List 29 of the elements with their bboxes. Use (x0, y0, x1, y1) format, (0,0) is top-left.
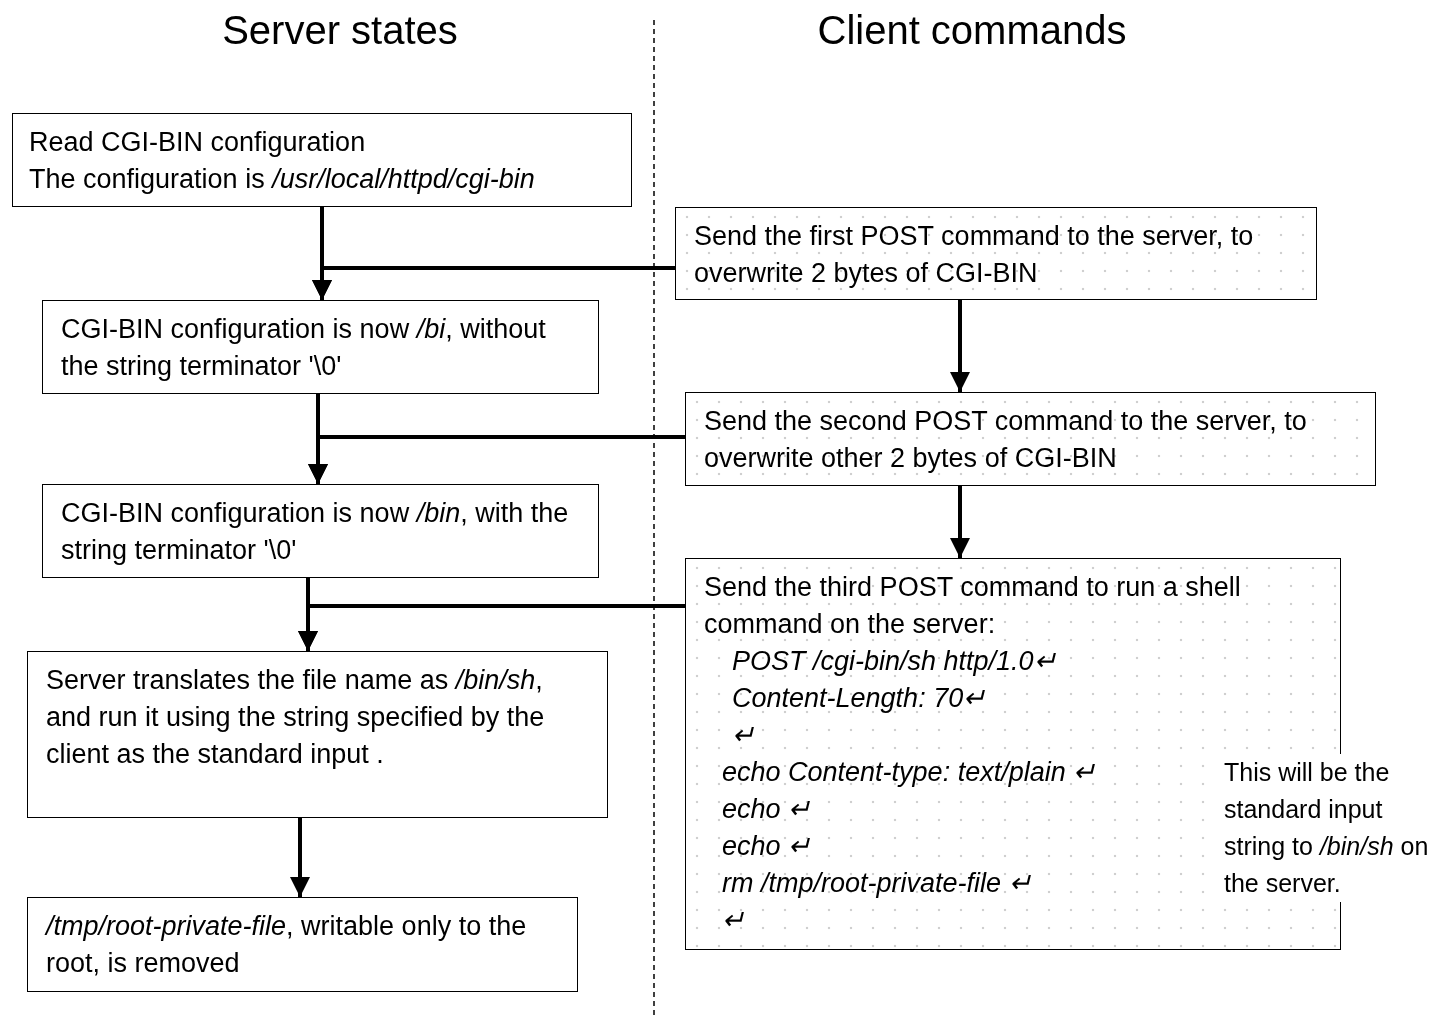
code-line: echo Content-type: text/plain ↵ (721, 756, 1097, 789)
code-line: POST /cgi-bin/sh http/1.0↵ (731, 645, 1057, 678)
command-box (685, 392, 1376, 486)
arrow (950, 486, 970, 558)
arrow (950, 300, 970, 392)
code-line: ↵ (721, 904, 745, 937)
code-line: ↵ (731, 719, 755, 752)
box-text: CGI-BIN configuration is now /bi, without the string terminator '\0' (61, 313, 547, 383)
code-line: Content-Length: 70↵ (731, 682, 987, 715)
box-text: CGI-BIN configuration is now /bin, with the string terminator '\0' (61, 497, 570, 567)
process-box (42, 300, 599, 394)
command-box (675, 207, 1317, 300)
code-line: rm /tmp/root-private-file ↵ (721, 867, 1032, 900)
column-heading: Client commands (817, 8, 1127, 53)
code-line: echo ↵ (721, 793, 812, 826)
column-heading: Server states (222, 8, 458, 53)
box-text: Server translates the file name as /bin/sh, and run it using the string specified by the client as the standard input . (46, 664, 546, 771)
box-text: /tmp/root-private-file, writable only to the root, is removed (46, 910, 528, 980)
process-box (27, 651, 608, 818)
process-box (42, 484, 599, 578)
code-line: echo ↵ (721, 830, 812, 863)
box-text: Read CGI-BIN configuration (29, 126, 366, 159)
process-box (12, 113, 632, 207)
process-box (27, 897, 578, 992)
box-text: The configuration is /usr/local/httpd/cgi-bin (29, 163, 535, 196)
box-text: Send the third POST command to run a shell command on the server: (704, 571, 1242, 641)
box-text: Send the second POST command to the server, to overwrite other 2 bytes of CGI-BIN (704, 405, 1308, 475)
arrow (290, 818, 310, 897)
box-text: Send the first POST command to the server, to overwrite 2 bytes of CGI-BIN (694, 220, 1255, 290)
